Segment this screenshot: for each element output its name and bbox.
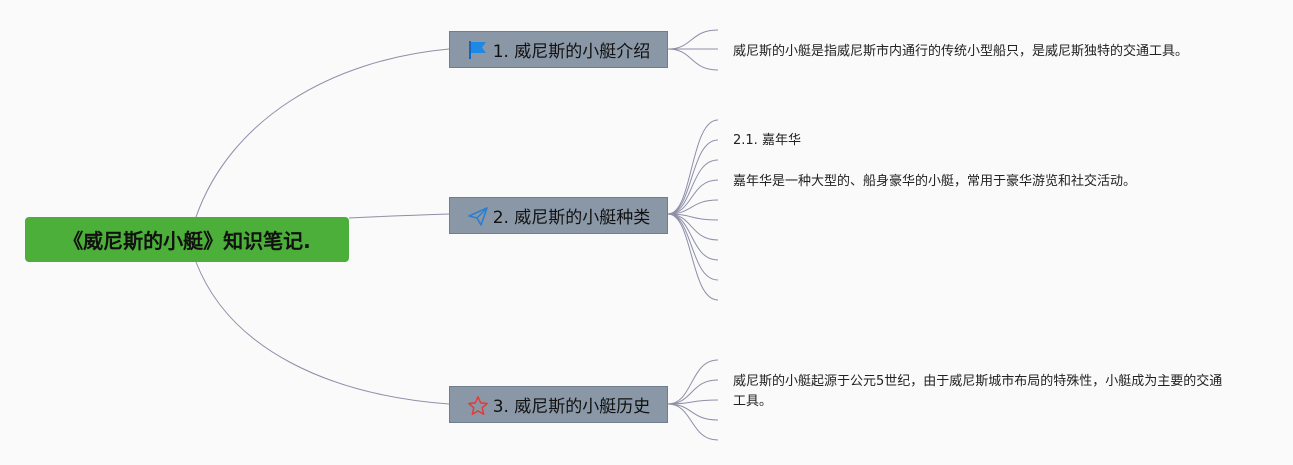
branch-label-1: 1. 威尼斯的小艇介绍: [492, 42, 651, 62]
fan2-line-8: [667, 213, 719, 261]
root-to-branch-3-line: [195, 261, 450, 405]
branch-2-fan-lines: [667, 119, 719, 301]
fan3-line-2: [667, 379, 719, 405]
leaf-3-1: 威尼斯的小艇起源于公元5世纪，由于威尼斯城市布局的特殊性，小艇成为主要的交通工具…: [733, 374, 1223, 409]
flag-icon: [467, 39, 489, 61]
fan2-line-10: [667, 213, 719, 301]
branch-node-3[interactable]: 3. 威尼斯的小艇历史: [449, 386, 668, 423]
fan3-line-4: [667, 403, 719, 421]
root-title: 《威尼斯的小艇》知识笔记.: [63, 229, 311, 253]
fan1-line-3: [667, 48, 719, 71]
branch-1-fan-lines: [667, 29, 719, 71]
branch-3-fan-lines: [667, 359, 719, 441]
fan2-line-9: [667, 213, 719, 281]
fan2-line-1: [667, 119, 719, 215]
branch-node-2[interactable]: 2. 威尼斯的小艇种类: [449, 197, 668, 234]
leaf-2-1: 2.1. 嘉年华: [733, 133, 801, 148]
leaf-2-2: 嘉年华是一种大型的、船身豪华的小艇，常用于豪华游览和社交活动。: [733, 174, 1137, 189]
leaf-1-1: 威尼斯的小艇是指威尼斯市内通行的传统小型船只，是威尼斯独特的交通工具。: [733, 44, 1189, 59]
root-node[interactable]: 《威尼斯的小艇》知识笔记.: [25, 217, 349, 262]
fan2-line-7: [667, 213, 719, 241]
root-to-branch-2-line: [348, 213, 450, 219]
branch-node-1[interactable]: 1. 威尼斯的小艇介绍: [449, 31, 668, 68]
fan1-line-1: [667, 29, 719, 50]
star-icon: [467, 394, 489, 416]
branch-label-2: 2. 威尼斯的小艇种类: [492, 208, 651, 228]
fan2-line-2: [667, 139, 719, 215]
branch-label-3: 3. 威尼斯的小艇历史: [492, 397, 651, 417]
root-to-branch-1-line: [195, 48, 450, 218]
fan2-line-3: [667, 159, 719, 215]
paper-plane-icon: [467, 205, 489, 227]
fan3-line-5: [667, 403, 719, 441]
fan2-line-4: [667, 179, 719, 215]
fan3-line-1: [667, 359, 719, 405]
fan2-line-5: [667, 199, 719, 215]
